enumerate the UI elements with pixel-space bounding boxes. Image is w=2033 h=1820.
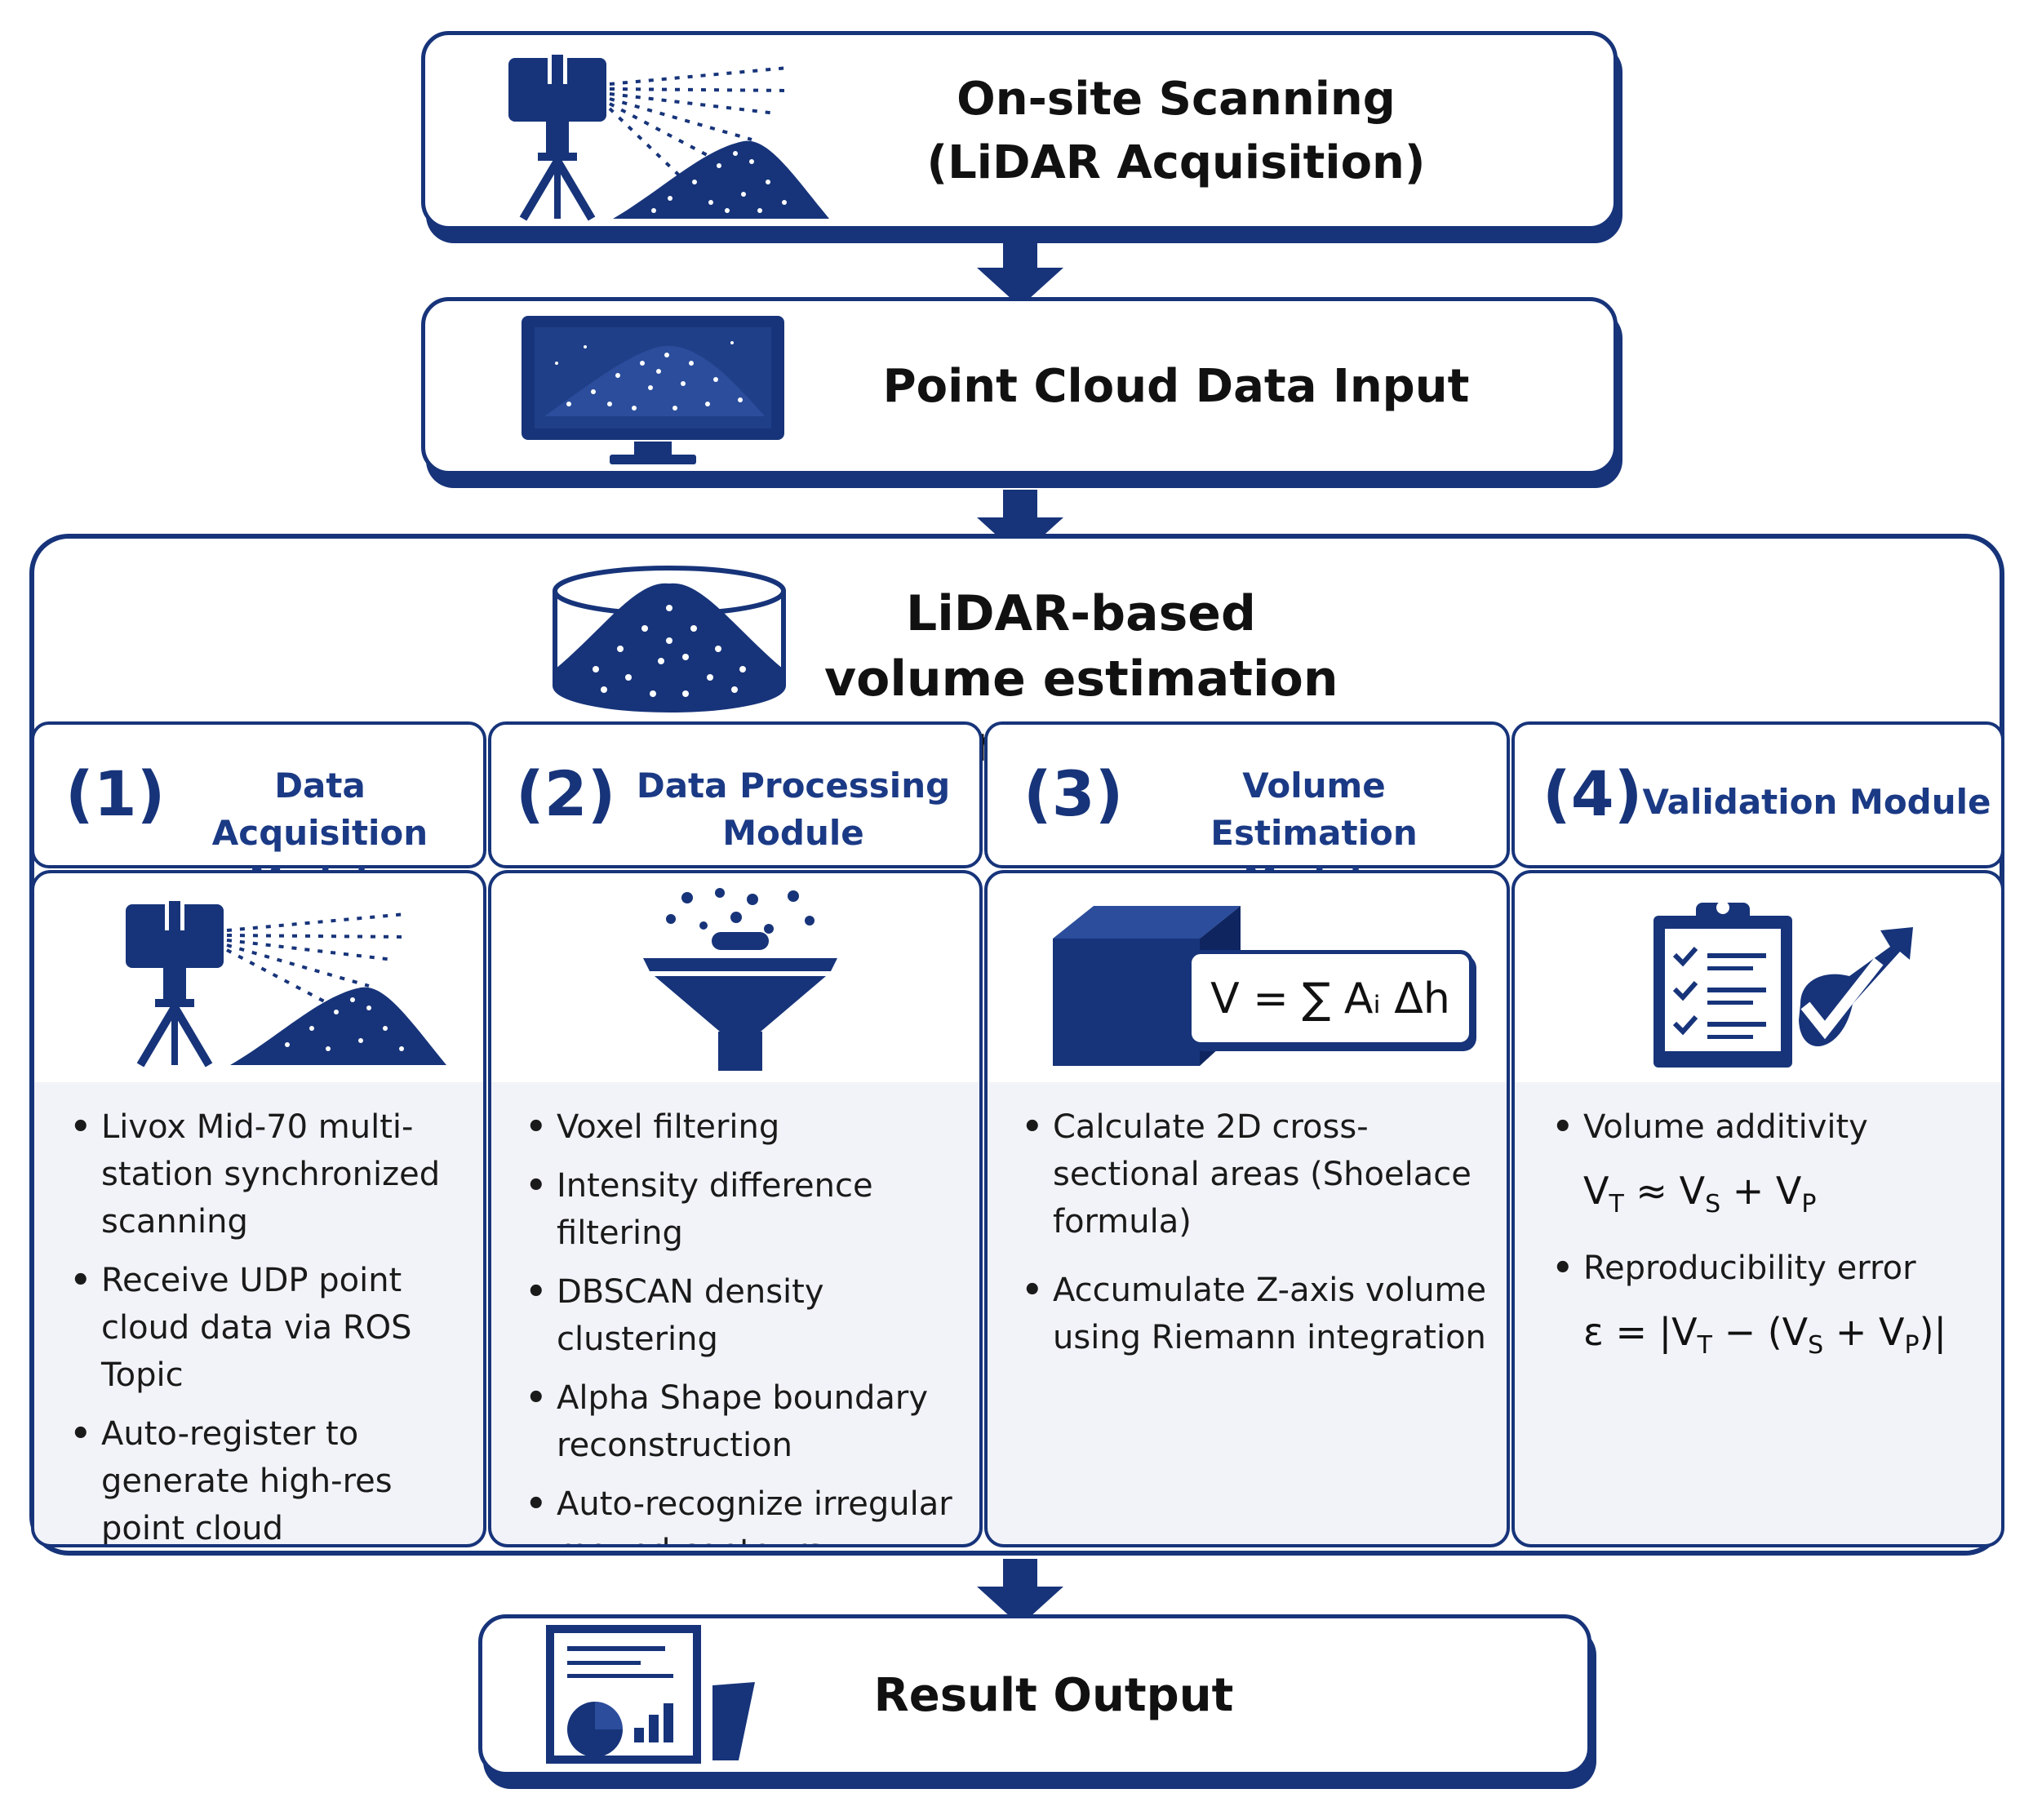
- module-3-items: Calculate 2D cross-sectional areas (Shoe…: [1017, 1103, 1498, 1373]
- lidar-scanner-icon: [126, 898, 446, 1068]
- volume-formula-box: V = ∑ Aᵢ Δh: [1187, 950, 1473, 1046]
- module-3-number: (3): [1023, 757, 1124, 830]
- volume-additivity-formula: VT ≈ VS + VP: [1583, 1169, 1817, 1219]
- list-item: Calculate 2D cross-sectional areas (Shoe…: [1017, 1103, 1498, 1245]
- module-3-title-line1: Volume Estimation: [1210, 766, 1418, 853]
- onsite-title-line2: (LiDAR Acquisition): [926, 136, 1426, 189]
- list-item: Volume additivity: [1547, 1103, 1988, 1151]
- result-output-box: Result Output: [478, 1614, 1591, 1776]
- monitor-point-cloud-icon: [522, 316, 784, 464]
- list-item: Intensity difference filtering: [521, 1162, 978, 1257]
- module-4-number: (4): [1543, 757, 1643, 830]
- module-2-title-line1: Data Processing: [636, 766, 951, 806]
- list-item: Accumulate Z-axis volume using Riemann i…: [1017, 1267, 1498, 1361]
- module-1-body: Livox Mid-70 multi-station synchronized …: [31, 870, 486, 1547]
- list-item: Auto-register to generate high-res point…: [65, 1410, 473, 1544]
- module-4-items: Volume additivity VT ≈ VS + VP Reproduci…: [1547, 1103, 1988, 1386]
- module-4-header: (4) Validation Module: [1511, 721, 2004, 868]
- module-1-title-line1: Data Acquisition: [211, 766, 428, 853]
- module-3-header: (3) Volume Estimation Module: [984, 721, 1510, 900]
- reproducibility-error-formula: ε = |VT − (VS + VP)|: [1583, 1310, 1947, 1361]
- module-4-panel: [1515, 1082, 2001, 1544]
- point-cloud-input-box: Point Cloud Data Input: [421, 297, 1618, 475]
- clipboard-check-icon: [1653, 901, 1913, 1068]
- module-3-body: V = ∑ Aᵢ Δh Calculate 2D cross-sectional…: [984, 870, 1510, 1547]
- module-2-items: Voxel filtering Intensity difference fil…: [521, 1103, 978, 1544]
- flow-arrow-1: [977, 240, 1063, 307]
- flow-arrow-2: [977, 490, 1063, 557]
- module-2-body: Voxel filtering Intensity difference fil…: [488, 870, 983, 1547]
- system-title-line1: LiDAR-based: [906, 585, 1256, 642]
- list-item: Reproducibility error: [1547, 1245, 1988, 1292]
- module-1-items: Livox Mid-70 multi-station synchronized …: [65, 1103, 473, 1544]
- onsite-scanning-title: On-site Scanning (LiDAR Acquisition): [882, 68, 1470, 195]
- list-item: DBSCAN density clustering: [521, 1268, 978, 1363]
- funnel-filter-icon: [643, 888, 837, 1071]
- module-2-header: (2) Data Processing Module: [488, 721, 983, 868]
- point-cloud-input-title: Point Cloud Data Input: [882, 360, 1470, 413]
- module-4-title-line1: Validation Module: [1642, 782, 1991, 822]
- point-cloud-container-icon: [553, 566, 786, 712]
- module-4-body: Volume additivity VT ≈ VS + VP Reproduci…: [1511, 870, 2004, 1547]
- module-2-title: Data Processing Module: [622, 762, 965, 857]
- lidar-scanner-icon: [508, 51, 829, 221]
- result-output-title: Result Output: [873, 1669, 1234, 1722]
- volume-formula: V = ∑ Aᵢ Δh: [1210, 974, 1450, 1023]
- module-4-title: Validation Module: [1637, 779, 1996, 826]
- list-item: Receive UDP point cloud data via ROS Top…: [65, 1257, 473, 1399]
- module-1-header: (1) Data Acquisition Module: [31, 721, 486, 900]
- flow-arrow-3: [977, 1559, 1063, 1626]
- onsite-title-line1: On-site Scanning: [957, 73, 1396, 126]
- list-item: Livox Mid-70 multi-station synchronized …: [65, 1103, 473, 1245]
- list-item: Alpha Shape boundary reconstruction: [521, 1374, 978, 1469]
- onsite-scanning-box: On-site Scanning (LiDAR Acquisition): [421, 31, 1618, 230]
- report-chart-icon: [546, 1625, 755, 1764]
- module-1-number: (1): [65, 757, 166, 830]
- list-item: Auto-recognize irregular mound contours: [521, 1480, 978, 1544]
- module-2-number: (2): [516, 757, 616, 830]
- module-2-title-line2: Module: [722, 813, 864, 853]
- list-item: Voxel filtering: [521, 1103, 978, 1151]
